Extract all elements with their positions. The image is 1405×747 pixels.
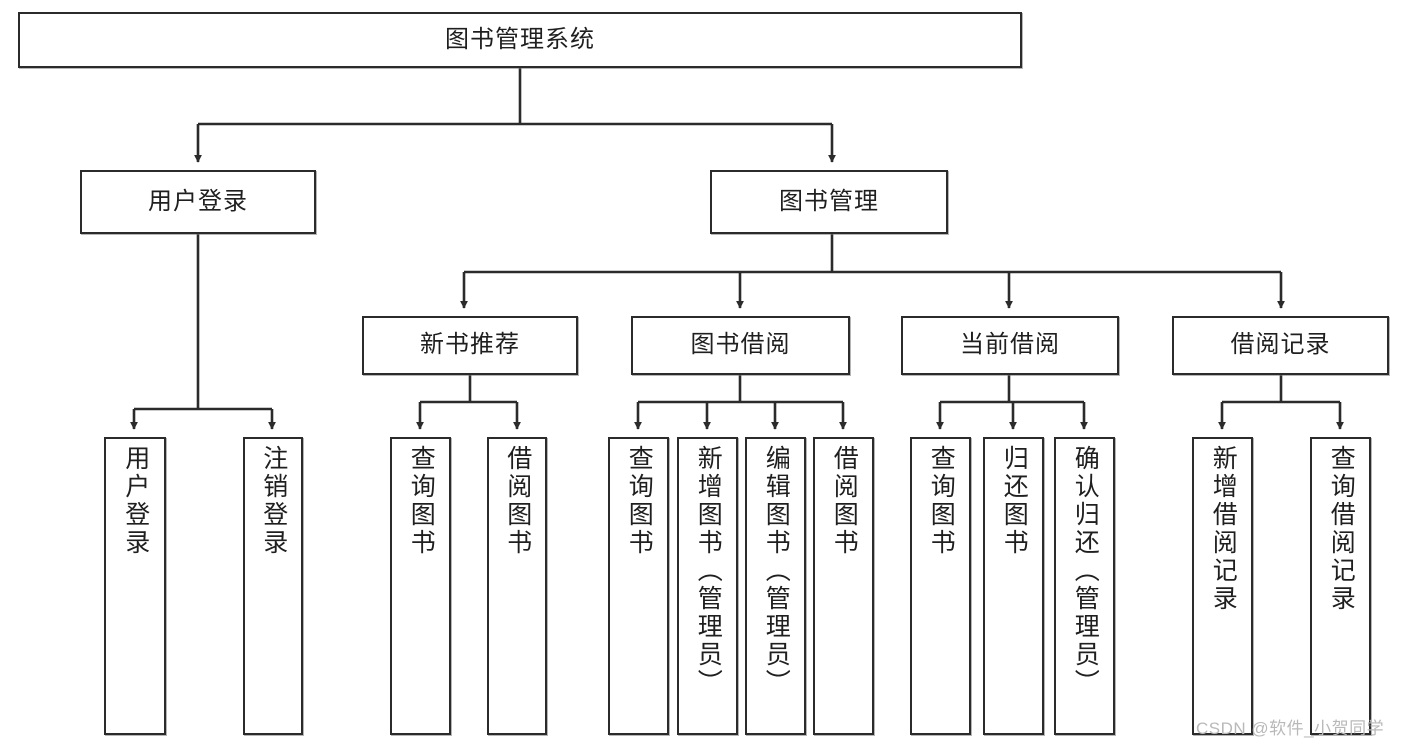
watermark: CSDN @软件_小贺同学 — [1196, 719, 1385, 738]
node-book-management[interactable]: 图书管理 — [710, 170, 948, 234]
node-user-login[interactable]: 用户登录 — [80, 170, 316, 234]
node-root[interactable]: 图书管理系统 — [18, 12, 1022, 68]
leaf-query-book-current[interactable]: 查询图书 — [910, 437, 971, 735]
leaf-add-book-admin-label: 新增图书（管理员） — [694, 445, 723, 697]
leaf-query-book-borrow-label: 查询图书 — [625, 445, 654, 557]
leaf-query-borrow-record[interactable]: 查询借阅记录 — [1310, 437, 1371, 735]
node-book-borrow[interactable]: 图书借阅 — [631, 316, 850, 375]
node-borrow-record[interactable]: 借阅记录 — [1172, 316, 1389, 375]
node-borrow-record-label: 借阅记录 — [1230, 331, 1331, 359]
leaf-return-book[interactable]: 归还图书 — [983, 437, 1044, 735]
leaf-logout-label: 注销登录 — [259, 445, 288, 557]
leaf-add-book-admin[interactable]: 新增图书（管理员） — [677, 437, 738, 735]
node-current-borrow[interactable]: 当前借阅 — [901, 316, 1119, 375]
node-new-book-recommend[interactable]: 新书推荐 — [362, 316, 578, 375]
leaf-query-book-recommend-label: 查询图书 — [407, 445, 436, 557]
leaf-confirm-return-admin[interactable]: 确认归还（管理员） — [1054, 437, 1115, 735]
leaf-borrow-book-recommend[interactable]: 借阅图书 — [487, 437, 547, 735]
leaf-user-login-label: 用户登录 — [121, 445, 150, 557]
leaf-user-login[interactable]: 用户登录 — [104, 437, 166, 735]
leaf-add-borrow-record-label: 新增借阅记录 — [1209, 445, 1238, 613]
leaf-logout[interactable]: 注销登录 — [243, 437, 303, 735]
node-book-management-label: 图书管理 — [779, 187, 879, 215]
leaf-query-book-borrow[interactable]: 查询图书 — [608, 437, 669, 735]
node-current-borrow-label: 当前借阅 — [960, 331, 1060, 359]
leaf-edit-book-admin-label: 编辑图书（管理员） — [762, 445, 791, 697]
leaf-query-book-recommend[interactable]: 查询图书 — [390, 437, 451, 735]
leaf-query-book-current-label: 查询图书 — [927, 445, 956, 557]
node-book-borrow-label: 图书借阅 — [690, 331, 791, 359]
node-new-book-recommend-label: 新书推荐 — [420, 331, 520, 359]
leaf-return-book-label: 归还图书 — [1000, 445, 1029, 557]
leaf-borrow-book-label: 借阅图书 — [830, 445, 859, 557]
node-user-login-label: 用户登录 — [148, 187, 248, 215]
leaf-confirm-return-admin-label: 确认归还（管理员） — [1071, 445, 1100, 697]
node-root-label: 图书管理系统 — [445, 25, 595, 53]
leaf-edit-book-admin[interactable]: 编辑图书（管理员） — [745, 437, 806, 735]
leaf-borrow-book[interactable]: 借阅图书 — [813, 437, 874, 735]
leaf-borrow-book-recommend-label: 借阅图书 — [503, 445, 532, 557]
leaf-query-borrow-record-label: 查询借阅记录 — [1327, 445, 1356, 613]
leaf-add-borrow-record[interactable]: 新增借阅记录 — [1192, 437, 1253, 735]
